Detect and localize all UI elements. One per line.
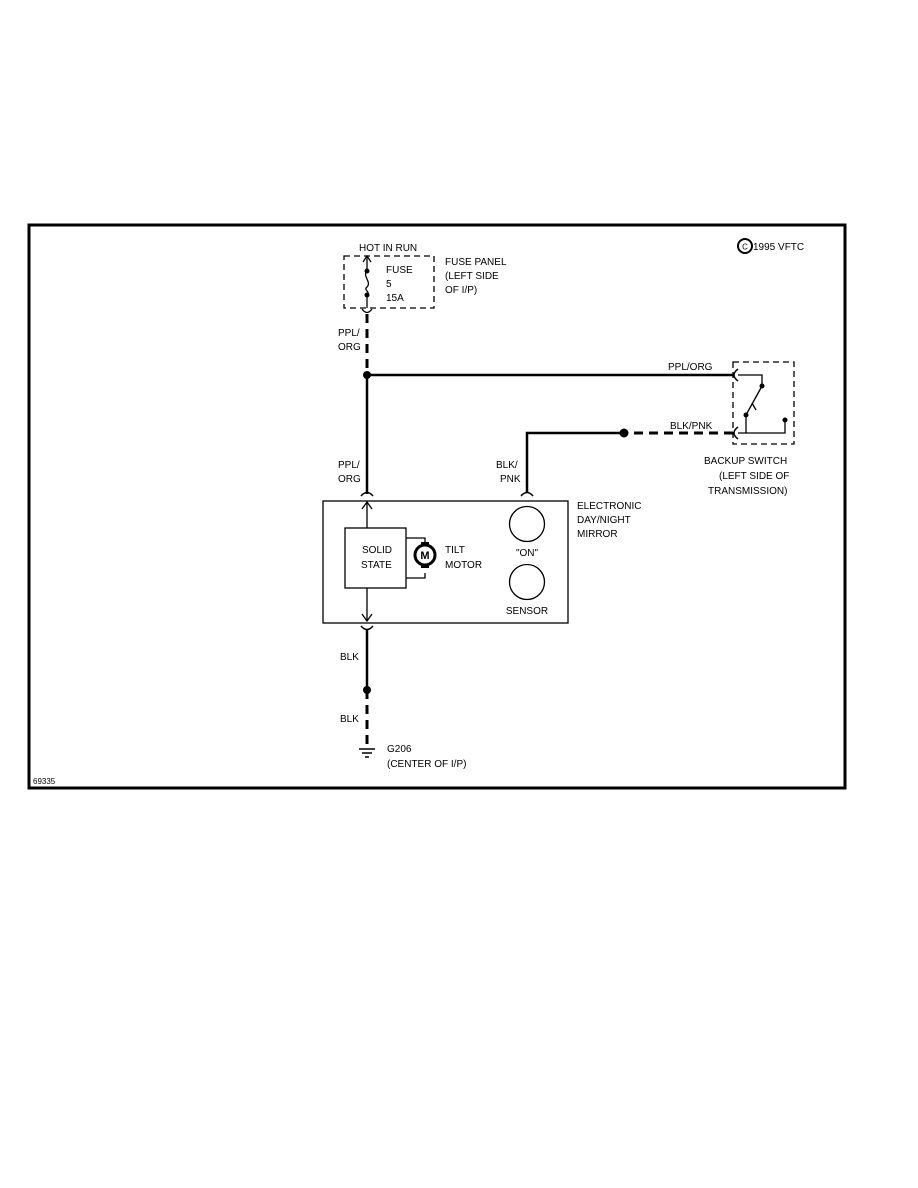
- fuse-panel-name-3: OF I/P): [445, 285, 477, 296]
- mirror-box: [322, 500, 569, 624]
- wire-label-mirror-sig-2: PNK: [500, 474, 521, 485]
- copyright-symbol: C: [742, 243, 748, 252]
- mirror-in-connector: [360, 491, 374, 497]
- fuse-panel-name-2: (LEFT SIDE: [445, 271, 499, 282]
- backup-switch-name-3: TRANSMISSION): [708, 486, 787, 497]
- fuse-number: 5: [386, 279, 392, 290]
- figure-id: 69335: [33, 777, 56, 786]
- backup-switch-box: [732, 361, 795, 445]
- solid-state-label-1: SOLID: [362, 545, 392, 556]
- solid-state-label-2: STATE: [361, 560, 392, 571]
- backup-switch-side-lead: [746, 420, 786, 434]
- copyright-icon: [737, 238, 753, 254]
- ground-name: G206: [387, 744, 412, 755]
- backup-switch-actuator: [751, 402, 757, 411]
- sensor-icon: [508, 563, 546, 601]
- mirror-ground-arrow: [361, 613, 373, 623]
- fuse-label: FUSE: [386, 265, 413, 276]
- backup-switch-name-2: (LEFT SIDE OF: [719, 471, 789, 482]
- backup-switch-out-lead: [738, 415, 747, 434]
- backup-switch-in-lead: [738, 374, 763, 386]
- solid-state-box: [344, 527, 407, 589]
- on-indicator-label: "ON": [516, 548, 539, 559]
- copyright-text: 1995 VFTC: [753, 242, 804, 253]
- wire-label-fuse-out-2: ORG: [338, 342, 361, 353]
- backup-switch-connector-bottom: [733, 426, 739, 440]
- mirror-name-3: MIRROR: [577, 529, 618, 540]
- diagram-frame: [27, 223, 847, 790]
- motor-brush-top: [421, 542, 429, 545]
- fuse-panel-box: [343, 255, 435, 309]
- tilt-motor-label-1: TILT: [445, 545, 465, 556]
- backup-switch-name-1: BACKUP SWITCH: [704, 456, 787, 467]
- mirror-sig-connector: [520, 491, 534, 497]
- motor-brush-bottom: [421, 565, 429, 568]
- mirror-out-connector: [360, 625, 374, 631]
- hot-in-run-label: HOT IN RUN: [359, 243, 417, 254]
- fuse-element: [364, 270, 370, 296]
- mirror-name-2: DAY/NIGHT: [577, 515, 631, 526]
- wire-label-fuse-out-1: PPL/: [338, 328, 360, 339]
- mirror-name-1: ELECTRONIC: [577, 501, 641, 512]
- wire-label-switch-return: BLK/PNK: [670, 421, 713, 432]
- fuse-bottom-connector: [361, 308, 373, 314]
- tilt-motor-symbol: M: [420, 550, 429, 562]
- motor-lead-bottom: [406, 573, 426, 579]
- backup-switch-side-terminal: [782, 417, 788, 423]
- fuse-panel-name-1: FUSE PANEL: [445, 257, 507, 268]
- sensor-label: SENSOR: [506, 606, 548, 617]
- wire-label-to-switch: PPL/ORG: [668, 362, 713, 373]
- wire-return-to-mirror: [525, 431, 624, 492]
- wire-label-ground-lower: BLK: [340, 714, 359, 725]
- wire-label-ground-upper: BLK: [340, 652, 359, 663]
- fuse-rating: 15A: [386, 293, 404, 304]
- wire-label-mirror-in-2: ORG: [338, 474, 361, 485]
- on-indicator-icon: [508, 505, 546, 543]
- wire-label-mirror-sig-1: BLK/: [496, 460, 518, 471]
- tilt-motor-label-2: MOTOR: [445, 560, 482, 571]
- backup-switch-connector-top: [733, 368, 739, 382]
- motor-lead-top: [406, 537, 426, 543]
- wire-label-mirror-in-1: PPL/: [338, 460, 360, 471]
- ground-location: (CENTER OF I/P): [387, 759, 466, 770]
- backup-switch-blade: [745, 385, 763, 416]
